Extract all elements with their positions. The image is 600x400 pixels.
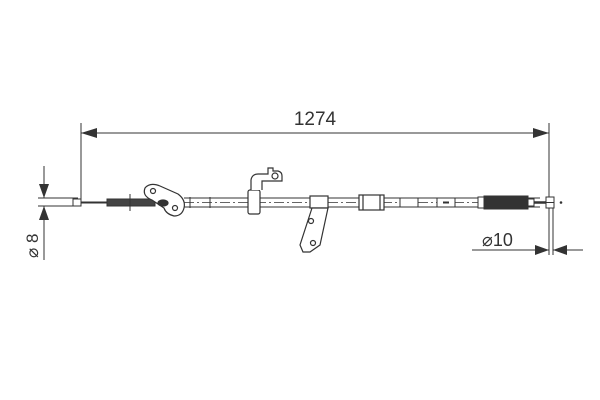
left-diameter-dimension: ⌀ 8 (23, 166, 78, 260)
length-dimension: 1274 (80, 109, 550, 255)
left-diameter-label: ⌀ 8 (23, 234, 42, 258)
cable (72, 167, 563, 253)
right-diameter-label: ⌀10 (482, 230, 513, 250)
mid-sleeve (358, 194, 385, 211)
clip-bracket (247, 167, 283, 215)
left-bracket (143, 183, 185, 217)
length-label: 1274 (294, 109, 337, 130)
left-spring (106, 198, 156, 207)
arrow-left-icon (81, 128, 97, 138)
arrow-right-icon (533, 128, 549, 138)
mounting-bracket (299, 195, 329, 253)
right-boot (477, 195, 535, 210)
right-diameter-dimension: ⌀10 (472, 200, 583, 255)
